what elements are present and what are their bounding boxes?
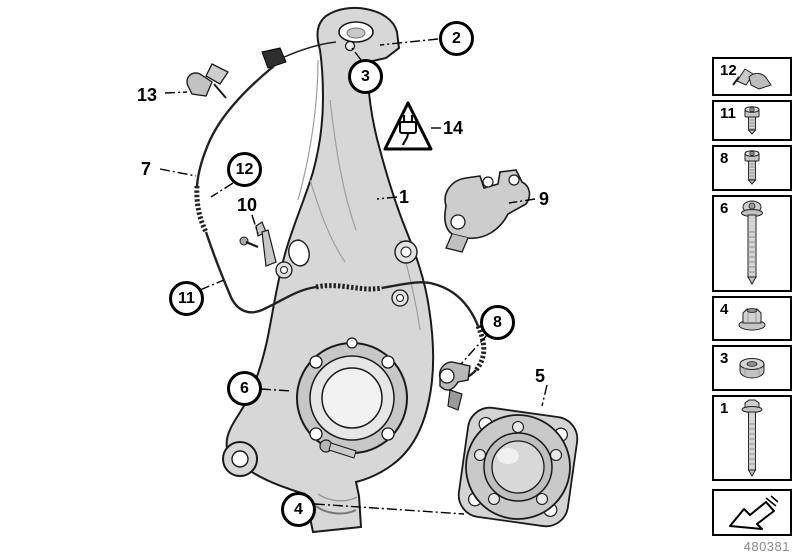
sidebar-part-1[interactable]: 1 xyxy=(712,395,792,481)
steering-knuckle-drawing xyxy=(222,6,435,534)
wheel-hub-drawing xyxy=(457,406,579,528)
part-number-label: 4 xyxy=(720,301,729,318)
sidebar-part-4[interactable]: 4 xyxy=(712,296,792,341)
sidebar-part-8[interactable]: 8 xyxy=(712,145,792,191)
retaining-clip-drawing xyxy=(186,63,229,99)
callout-14[interactable]: 14 xyxy=(443,118,464,138)
callout-8[interactable]: 8 xyxy=(480,305,515,340)
part-number-label: 1 xyxy=(720,400,729,417)
socket-head-screw-icon xyxy=(744,105,760,135)
sidebar-part-3[interactable]: 3 xyxy=(712,345,792,391)
hub-bolt-drawing xyxy=(319,439,357,459)
part-number-label: 8 xyxy=(720,150,729,167)
callout-13[interactable]: 13 xyxy=(137,85,158,105)
callout-5[interactable]: 5 xyxy=(535,366,546,386)
callout-3[interactable]: 3 xyxy=(348,59,383,94)
leader-lines xyxy=(159,38,548,515)
part-number-label: 3 xyxy=(720,350,729,367)
sidebar-direction-box[interactable] xyxy=(712,489,792,536)
sidebar-part-6[interactable]: 6 xyxy=(712,195,792,292)
part-number-label: 6 xyxy=(720,200,729,217)
cable-bracket-drawing xyxy=(239,221,277,267)
sidebar-part-11[interactable]: 11 xyxy=(712,100,792,141)
callout-6[interactable]: 6 xyxy=(227,371,262,406)
callout-7[interactable]: 7 xyxy=(141,159,152,179)
abs-sensor-drawing xyxy=(438,361,471,411)
retaining-clip-icon xyxy=(732,67,772,90)
callout-1[interactable]: 1 xyxy=(399,187,410,207)
part-number-label: 11 xyxy=(720,105,736,122)
holder-bracket-drawing xyxy=(444,169,531,253)
callout-10[interactable]: 10 xyxy=(237,195,258,215)
part-number-label: 12 xyxy=(720,62,737,79)
callout-9[interactable]: 9 xyxy=(539,189,550,209)
callout-2[interactable]: 2 xyxy=(439,21,474,56)
torx-bolt-long-icon xyxy=(741,200,763,285)
callout-11[interactable]: 11 xyxy=(169,281,204,316)
sidebar-part-12[interactable]: 12 xyxy=(712,57,792,96)
flange-nut-icon xyxy=(738,307,766,330)
flange-bolt-long-icon xyxy=(741,399,763,477)
callout-12[interactable]: 12 xyxy=(227,152,262,187)
callout-4[interactable]: 4 xyxy=(281,492,316,527)
viewing-direction-arrow-icon xyxy=(729,494,779,530)
abs-sensor-cable-drawing xyxy=(194,41,487,382)
hex-nut-icon xyxy=(739,358,765,379)
socket-head-screw-icon xyxy=(744,150,760,185)
figure-code: 480381 xyxy=(743,539,790,554)
connector-warning-triangle-icon xyxy=(383,101,433,151)
